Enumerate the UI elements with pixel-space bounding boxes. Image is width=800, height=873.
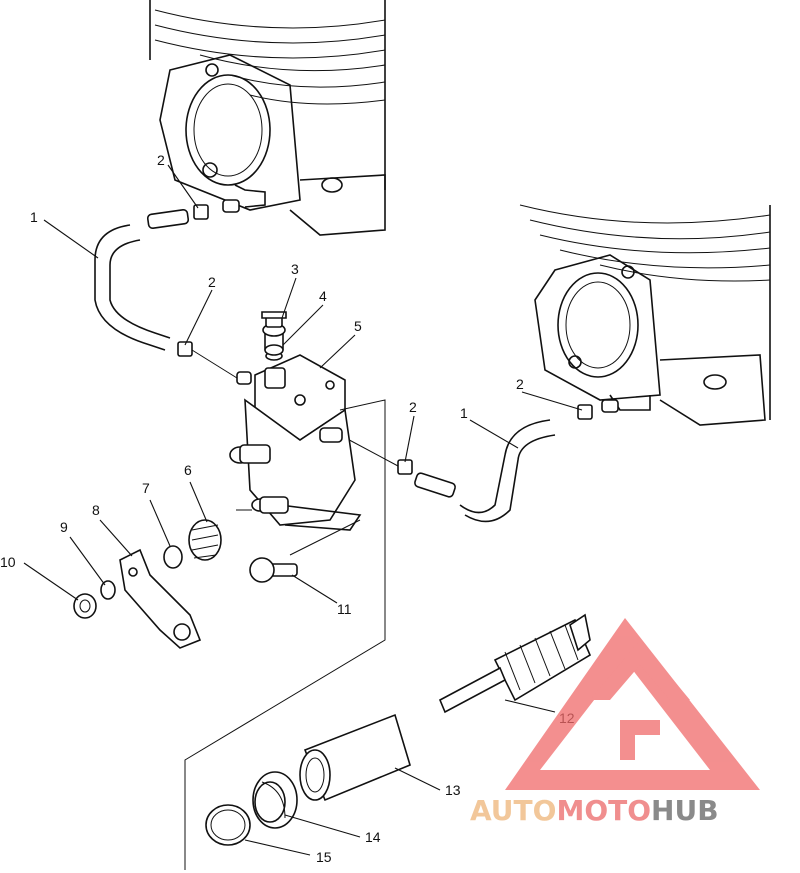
watermark-logo-icon	[505, 618, 760, 790]
watermark-moto: MOTO	[556, 794, 651, 827]
callout-11: 11	[337, 601, 352, 617]
engine-cylinder-right	[519, 204, 771, 426]
callout-2: 2	[157, 152, 165, 168]
oil-pump-assembly	[229, 323, 362, 531]
callout-2: 2	[516, 376, 524, 392]
callout-3: 3	[291, 261, 299, 277]
banjo-bolt	[261, 311, 287, 328]
automotohub-watermark	[505, 618, 760, 790]
bushing-sleeve	[299, 713, 411, 802]
callout-9: 9	[60, 519, 68, 535]
o-ring	[205, 804, 251, 846]
assembly-bracket-lines	[184, 399, 386, 870]
callout-14: 14	[365, 829, 381, 845]
callout-8: 8	[92, 502, 100, 518]
callout-5: 5	[354, 318, 362, 334]
callout-6: 6	[184, 462, 192, 478]
callout-15: 15	[316, 849, 332, 865]
oil-hose-left	[94, 209, 190, 351]
callout-4: 4	[319, 288, 327, 304]
callout-10: 10	[0, 554, 16, 570]
callout-13: 13	[445, 782, 461, 798]
leader-lines	[23, 164, 583, 856]
flat-washer	[163, 545, 183, 569]
watermark-auto: AUTO	[470, 794, 556, 827]
callout-1: 1	[30, 209, 38, 225]
control-lever	[119, 548, 202, 649]
watermark-hub: HUB	[651, 794, 719, 827]
callout-1: 1	[460, 405, 468, 421]
engine-cylinder-top	[149, 0, 386, 236]
drive-gear-shaft	[438, 613, 592, 714]
return-spring	[188, 519, 222, 561]
mounting-screw	[249, 557, 298, 583]
oil-seal	[252, 771, 298, 829]
hose-clamp-parts	[177, 199, 619, 475]
callout-2: 2	[409, 399, 417, 415]
sealing-washer	[264, 344, 284, 356]
lock-washer	[100, 580, 116, 600]
watermark-text: AUTOMOTOHUB	[470, 794, 719, 827]
hex-nut	[73, 593, 97, 619]
oil-hose-right	[414, 419, 556, 523]
callout-7: 7	[142, 480, 150, 496]
callout-2: 2	[208, 274, 216, 290]
